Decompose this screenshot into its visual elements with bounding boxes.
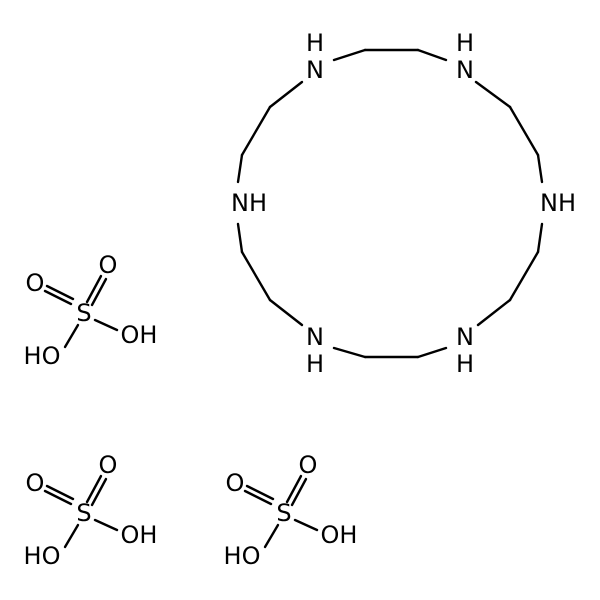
bond-s-oh-right — [93, 318, 119, 332]
bond-s-o-left-b — [43, 289, 73, 306]
oxygen-left: O — [26, 469, 45, 497]
oxygen-top: O — [99, 251, 118, 279]
ring-n5-h: H — [306, 350, 324, 378]
bond-s-oh-bottom — [263, 523, 280, 549]
sulfuric-acid-1: S O O OH HO — [24, 251, 158, 370]
oxygen-left: O — [226, 469, 245, 497]
bond-c-n5 — [332, 346, 367, 359]
bond-s-oh-right — [93, 518, 119, 532]
bond-c-c-upper-left — [240, 105, 272, 157]
hydroxyl-right: OH — [121, 521, 158, 549]
bond-s-o-left-a — [245, 484, 275, 501]
ring-n5: N — [306, 323, 324, 351]
bond-s-o-top-b — [90, 277, 108, 307]
ring-atoms: H N H N NH NH N H N H — [231, 29, 576, 378]
bond-n3-c — [536, 222, 544, 254]
bond-c-n3 — [536, 153, 544, 184]
bond-s-o-top-b — [90, 477, 108, 507]
bond-c-c-upper-right — [508, 105, 540, 157]
hydroxyl-right: OH — [121, 321, 158, 349]
bond-c-n1 — [268, 80, 304, 109]
ring-nh-right: NH — [540, 189, 576, 217]
bond-n5-c — [268, 298, 304, 327]
bond-c-c-lower-left — [240, 250, 272, 302]
bond-n2-c — [474, 80, 512, 109]
bond-s-o-left-b — [43, 489, 73, 506]
bond-n1-c — [332, 48, 367, 62]
bond-c-n2 — [416, 48, 448, 62]
bond-n6-c — [236, 153, 244, 184]
bond-n4-c — [416, 346, 448, 359]
bond-s-o-top-a — [285, 474, 303, 504]
bond-c-n6 — [236, 222, 244, 254]
sulfur-atom: S — [276, 499, 291, 527]
bond-s-oh-right — [293, 518, 319, 532]
sulfur-atom: S — [76, 499, 91, 527]
bond-s-o-top-b — [290, 477, 308, 507]
bond-s-oh-bottom — [63, 323, 80, 349]
bond-s-o-left-a — [45, 284, 75, 301]
bond-c-n4 — [476, 298, 512, 327]
ring-n2-h: H — [456, 29, 474, 57]
ring-n4-h: H — [456, 350, 474, 378]
bond-s-oh-bottom — [63, 523, 80, 549]
ring-n4: N — [456, 323, 474, 351]
hydroxyl-right: OH — [321, 521, 358, 549]
ring-n1: N — [306, 56, 324, 84]
hydroxyl-bottom: HO — [24, 542, 61, 570]
hydroxyl-bottom: HO — [224, 542, 261, 570]
bond-s-o-left-a — [45, 484, 75, 501]
sulfur-atom: S — [76, 299, 91, 327]
ring-n2: N — [456, 56, 474, 84]
oxygen-top: O — [99, 451, 118, 479]
ring-bonds — [236, 48, 544, 359]
hexaaza-macrocycle: H N H N NH NH N H N H — [231, 29, 576, 378]
ring-n1-h: H — [306, 29, 324, 57]
bond-s-o-left-b — [243, 489, 273, 506]
sulfuric-acid-3: S O O OH HO — [224, 451, 358, 570]
ring-nh-left: NH — [231, 189, 267, 217]
sulfuric-acid-2: S O O OH HO — [24, 451, 158, 570]
bond-s-o-top-a — [85, 474, 103, 504]
oxygen-left: O — [26, 269, 45, 297]
bond-c-c-lower-right — [508, 250, 540, 302]
bond-s-o-top-a — [85, 274, 103, 304]
oxygen-top: O — [299, 451, 318, 479]
hydroxyl-bottom: HO — [24, 342, 61, 370]
